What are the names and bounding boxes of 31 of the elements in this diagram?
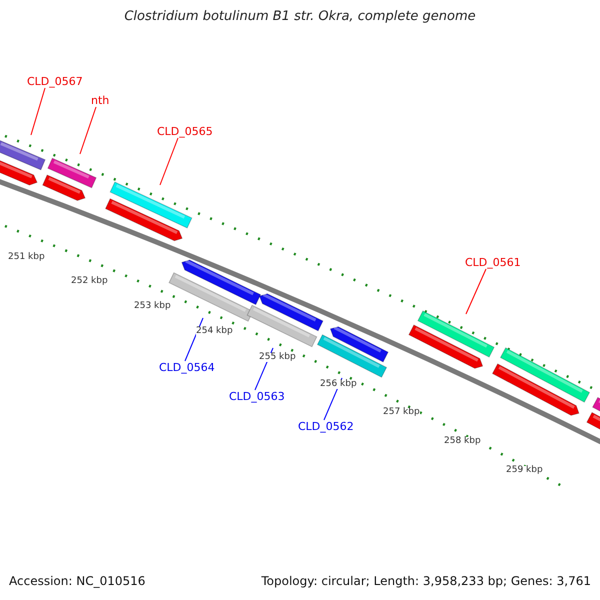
gene-label: nth <box>91 95 110 106</box>
gene-label: CLD_0565 <box>157 126 213 137</box>
scale-label: 257 kbp <box>383 408 420 417</box>
leader-line <box>466 268 486 314</box>
gene-label: CLD_0563 <box>229 391 285 402</box>
accession-label: Accession: NC_010516 <box>9 575 146 587</box>
gene-label: CLD_0562 <box>298 421 354 432</box>
scale-label: 252 kbp <box>71 277 108 286</box>
gene-bar <box>316 334 388 378</box>
leader-line <box>184 318 204 362</box>
gene-label: CLD_0564 <box>159 362 215 373</box>
scale-label: 259 kbp <box>506 466 543 475</box>
gene-label: CLD_0567 <box>27 76 83 87</box>
leader-line <box>30 88 46 136</box>
title: Clostridium botulinum B1 str. Okra, complete genome <box>123 10 477 23</box>
gene-bar <box>47 158 97 188</box>
leader-line <box>80 106 96 154</box>
scale-label: 258 kbp <box>444 437 481 446</box>
scale-label: 253 kbp <box>134 302 171 311</box>
gene-bar <box>417 310 495 358</box>
gene-bar <box>246 304 318 348</box>
genome-info: Topology: circular; Length: 3,958,233 bp; Genes: 3,761 <box>261 575 591 587</box>
scale-label: 251 kbp <box>8 253 45 262</box>
gene-bar <box>0 140 46 170</box>
gene-bar <box>168 272 254 322</box>
gene-label: CLD_0561 <box>465 257 521 268</box>
scale-label: 255 kbp <box>259 353 296 362</box>
gene-bar <box>110 182 192 228</box>
scale-label: 254 kbp <box>196 327 233 336</box>
scale-label: 256 kbp <box>320 380 357 389</box>
leader-line <box>160 138 178 186</box>
